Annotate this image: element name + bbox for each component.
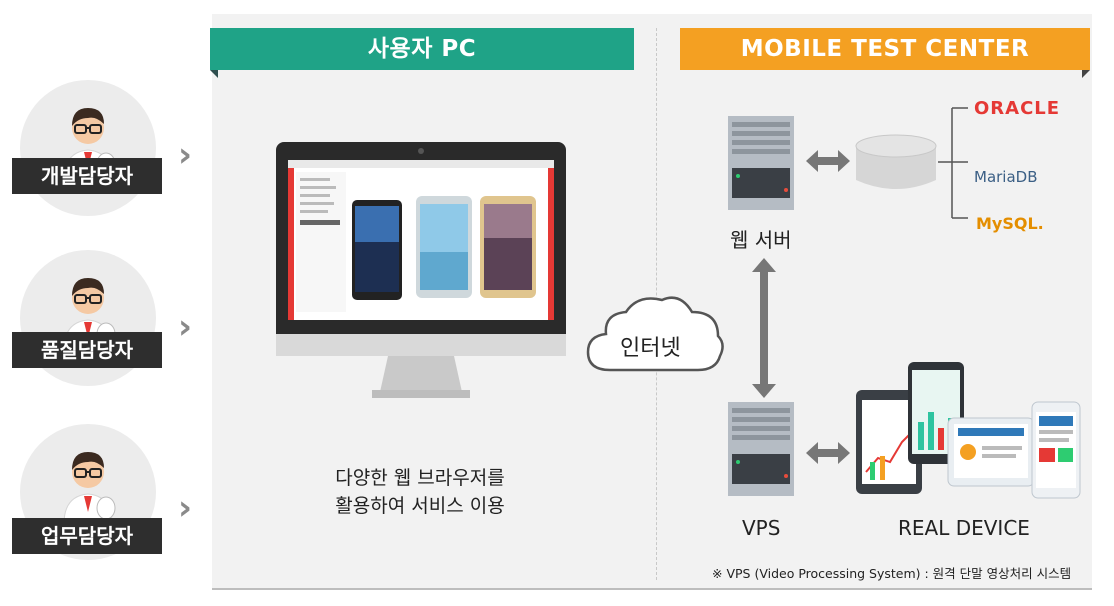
devices-illustration <box>856 362 1081 499</box>
pc-description-line2: 활용하여 서비스 이용 <box>335 495 505 517</box>
web-server-label: 웹 서버 <box>730 228 792 252</box>
server-icon <box>728 402 794 496</box>
user-pc-banner: 사용자 PC <box>210 28 634 70</box>
mariadb-logo: MariaDB <box>974 168 1038 186</box>
pc-description: 다양한 웹 브라우저를 활용하여 서비스 이용 <box>300 464 540 520</box>
oracle-logo: ORACLE <box>974 98 1061 119</box>
bottom-rule <box>212 588 1092 590</box>
server-icon <box>728 116 794 210</box>
database-icon <box>855 134 937 189</box>
double-arrow-icon <box>806 442 850 464</box>
user-label-developer: 개발담당자 <box>12 158 162 194</box>
double-arrow-icon <box>806 150 850 172</box>
banner-fold <box>210 70 218 78</box>
user-label-business: 업무담당자 <box>12 518 162 554</box>
banner-fold <box>1082 70 1090 78</box>
user-label-quality: 품질담당자 <box>12 332 162 368</box>
real-device-label: REAL DEVICE <box>898 516 1030 540</box>
mysql-logo: MySQL. <box>976 214 1044 233</box>
db-bracket <box>938 107 968 219</box>
chevron-right-icon: › <box>178 488 193 528</box>
monitor-illustration <box>276 142 566 398</box>
chevron-right-icon: › <box>178 307 193 347</box>
user-avatar-developer <box>20 80 156 216</box>
pc-description-line1: 다양한 웹 브라우저를 <box>335 467 505 489</box>
person-icon <box>63 452 116 525</box>
vps-footnote: ※ VPS (Video Processing System) : 원격 단말 … <box>712 566 1072 581</box>
vps-label: VPS <box>742 516 781 540</box>
chevron-right-icon: › <box>178 135 193 175</box>
internet-label: 인터넷 <box>620 336 681 361</box>
cloud-icon <box>586 296 724 372</box>
vertical-arrow-icon <box>752 258 776 398</box>
mobile-test-center-banner: MOBILE TEST CENTER <box>680 28 1090 70</box>
